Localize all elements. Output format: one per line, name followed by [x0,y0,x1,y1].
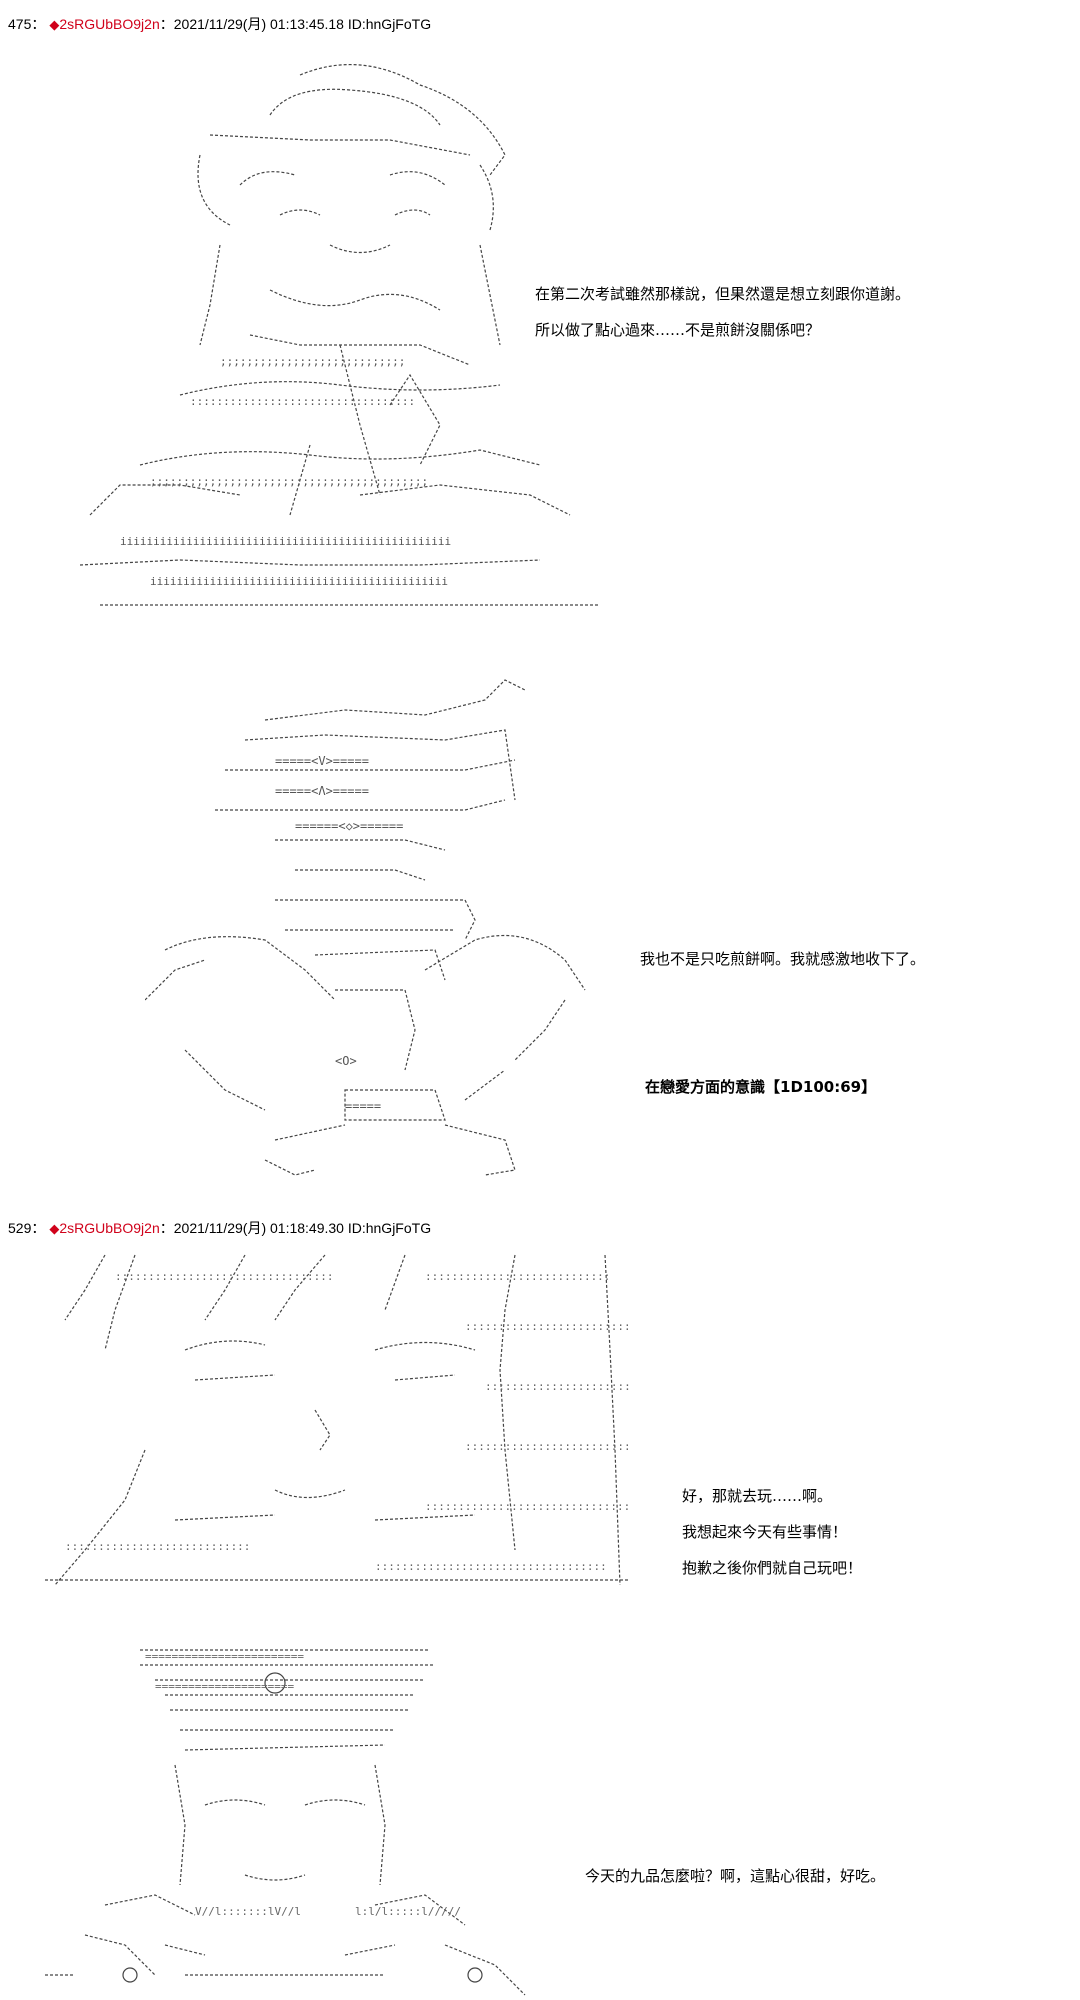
post-number: 475 [8,16,32,32]
dialog-line: 在第二次考試雖然那樣說，但果然還是想立刻跟你道謝。 [535,285,911,303]
dialog-line: 今天的九品怎麼啦？啊，這點心很甜，好吃。 [585,1867,886,1885]
svg-text:::::::::::::::::::::::::::::::: ::::::::::::::::::::::::::::::::: [115,1270,334,1283]
svg-text:::::::::::::::::::::::::::::: :::::::::::::::::::::::::::: [425,1270,610,1283]
trip-diamond-icon: ◆ [49,1221,60,1236]
svg-text:=====<V>=====: =====<V>===== [275,754,369,768]
post-separator: ： [31,1220,46,1236]
svg-text:=====================: ===================== [155,1680,294,1693]
svg-text:V//l:::::::lV//l: V//l:::::::lV//l [195,1905,301,1918]
svg-text:;;;;;;;;;;;;;;;;;;;;;;;;;;;;: ;;;;;;;;;;;;;;;;;;;;;;;;;;;; [220,355,405,368]
svg-text:<O>: <O> [335,1054,357,1068]
ascii-art-character-2: =====<V>===== =====<Λ>===== ======<◇>===… [145,670,595,1180]
svg-text:::::::::::::::::::::::::: :::::::::::::::::::::::: [485,1380,630,1393]
ascii-art-girl-1-drawing: ;;;;;;;;;;;;;;;;;;;;;;;;;;;; :::::::::::… [79,63,600,606]
svg-text:=====<Λ>=====: =====<Λ>===== [275,784,369,798]
post-header-475: 475：◆2sRGUbBO9j2n：2021/11/29(月) 01:13:45… [8,14,431,34]
post-separator: ： [31,16,46,32]
svg-text:======<◇>======: ======<◇>====== [295,819,403,833]
svg-text:::::::::::::::::::::::::::::: :::::::::::::::::::::::::::: [65,1540,250,1553]
trip-diamond-icon: ◆ [49,17,60,32]
post-header-529: 529：◆2sRGUbBO9j2n：2021/11/29(月) 01:18:49… [8,1218,431,1238]
svg-text:========================: ======================== [145,1650,304,1663]
svg-text:l:l/l:::::l/////: l:l/l:::::l///// [355,1905,461,1918]
svg-text:=====: ===== [345,1099,381,1113]
svg-text:::::::::::::::::::::::::::::::: :::::::::::::::::::::::::::::::::: [190,395,415,408]
ascii-art-character-4-drawing: ======================== ===============… [45,1649,526,1996]
post-datetime: ：2021/11/29(月) 01:18:49.30 ID:hnGjFoTG [159,1220,432,1236]
svg-text:::::::::::::::::::::::::::::::: :::::::::::::::::::::::::::::::: [425,1500,630,1513]
dialog-line: 我想起來今天有些事情！ [682,1523,848,1541]
dice-roll-result: 在戀愛方面的意識【1D100:69】 [645,1078,877,1096]
svg-text:iiiiiiiiiiiiiiiiiiiiiiiiiiiiii: iiiiiiiiiiiiiiiiiiiiiiiiiiiiiiiiiiiiiiii… [120,535,451,548]
ascii-art-character-2-drawing: =====<V>===== =====<Λ>===== ======<◇>===… [145,679,586,1176]
svg-text::::::::::::::::::::::::::::: ::::::::::::::::::::::::::: [465,1320,630,1333]
dialog-line: 抱歉之後你們就自己玩吧！ [682,1559,863,1577]
post-datetime: ：2021/11/29(月) 01:13:45.18 ID:hnGjFoTG [159,16,432,32]
dialog-line: 所以做了點心過來……不是煎餅沒關係吧？ [535,321,821,339]
svg-text:;;;;;;;;;;;;;;;;;;;;;;;;;;;;;;: ;;;;;;;;;;;;;;;;;;;;;;;;;;;;;;;;;;;;;;;;… [150,475,428,488]
svg-text:iiiiiiiiiiiiiiiiiiiiiiiiiiiiii: iiiiiiiiiiiiiiiiiiiiiiiiiiiiiiiiiiiiiiii… [150,575,448,588]
post-trip[interactable]: 2sRGUbBO9j2n [59,16,160,32]
ascii-art-girl-1: ;;;;;;;;;;;;;;;;;;;;;;;;;;;; :::::::::::… [60,45,605,610]
post-number: 529 [8,1220,32,1236]
post-trip[interactable]: 2sRGUbBO9j2n [59,1220,160,1236]
svg-text:::::::::::::::::::::::::::::: :::::::::::::::::::::::::::: [465,1440,630,1453]
ascii-art-character-4: ======================== ===============… [45,1645,565,2000]
ascii-art-face-3: ::::::::::::::::::::::::::::::::: ::::::… [45,1250,630,1595]
dialog-line: 我也不是只吃煎餅啊。我就感激地收下了。 [640,950,926,968]
ascii-art-face-3-drawing: ::::::::::::::::::::::::::::::::: ::::::… [45,1254,630,1586]
svg-text:::::::::::::::::::::::::::::::: ::::::::::::::::::::::::::::::::::: [375,1560,607,1573]
dialog-line: 好，那就去玩……啊。 [682,1487,833,1505]
